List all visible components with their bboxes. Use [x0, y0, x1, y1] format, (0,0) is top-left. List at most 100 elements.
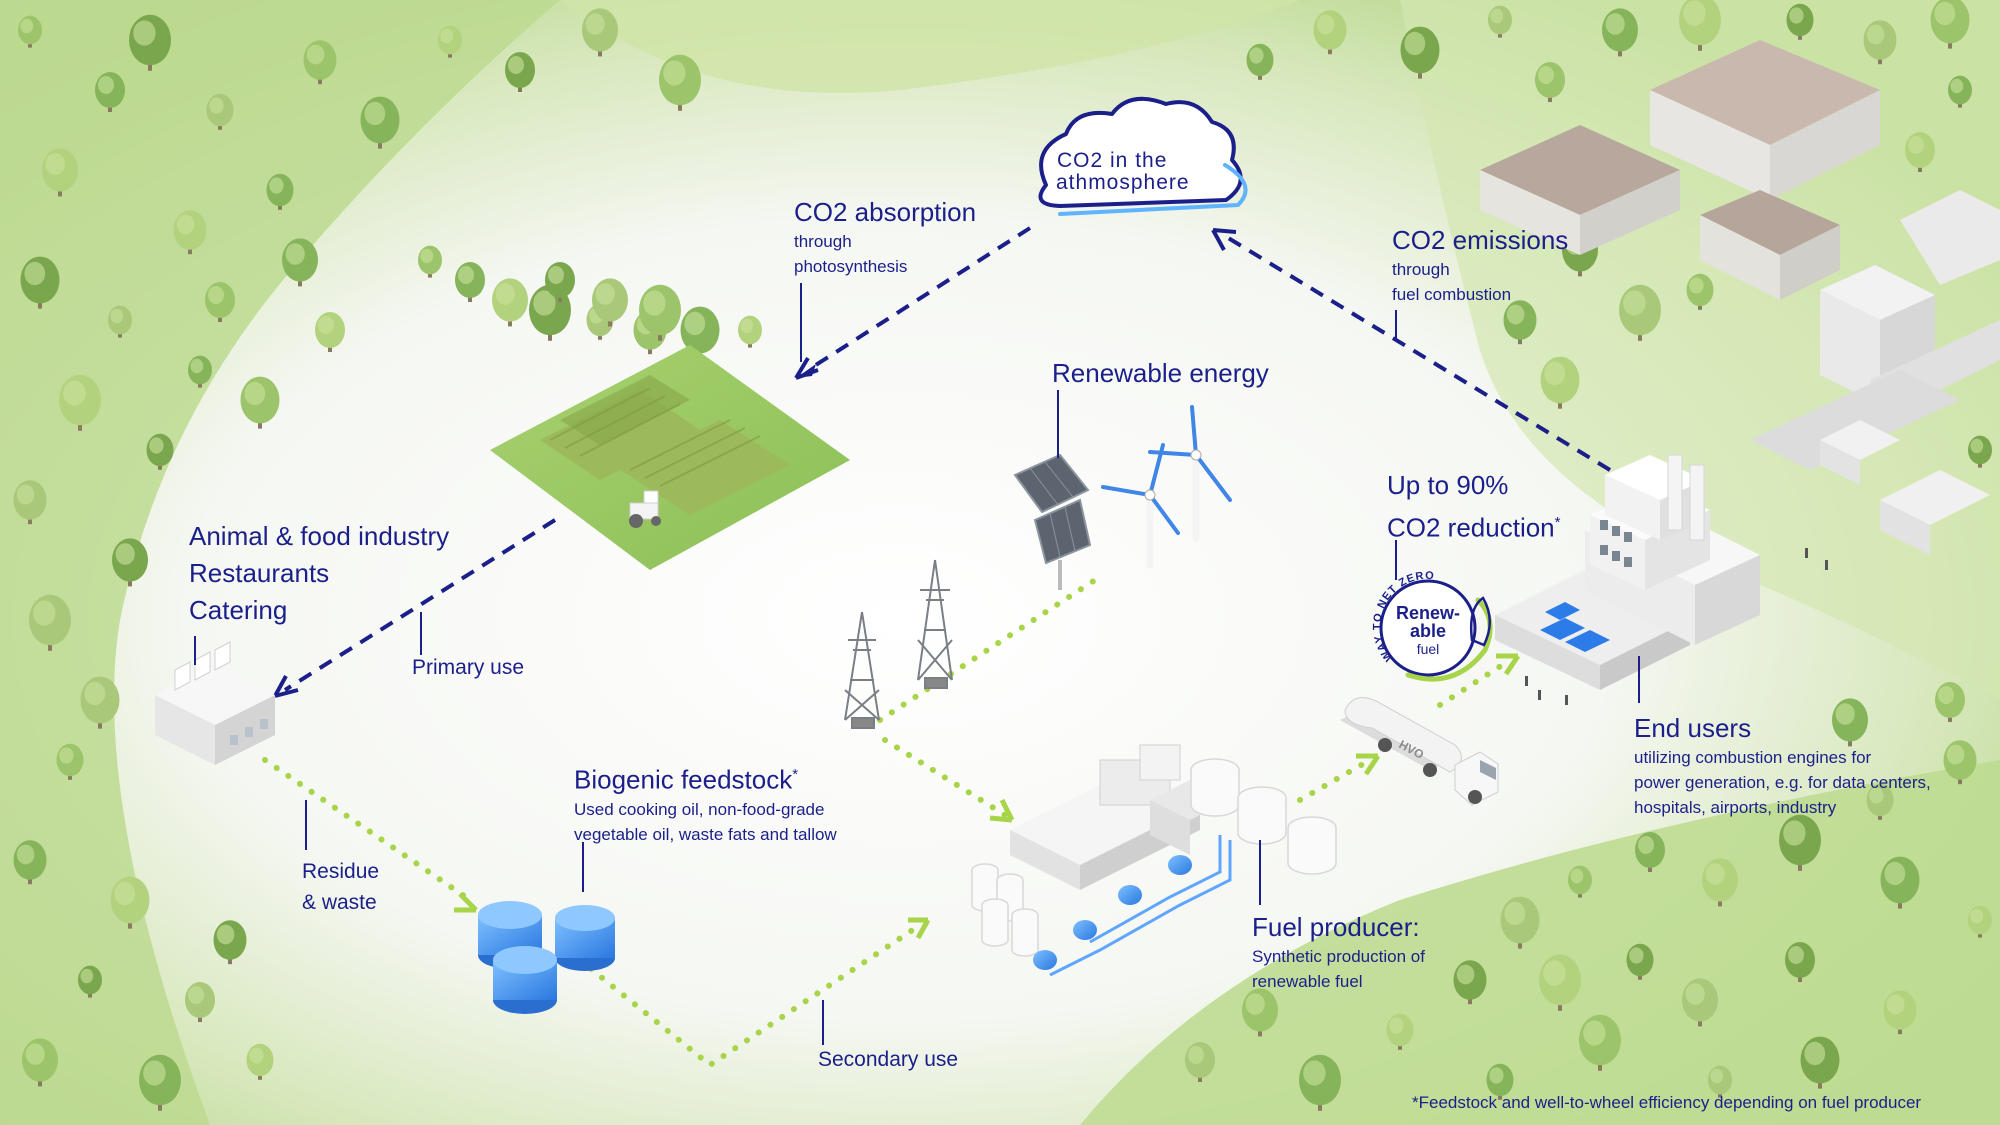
tree-icon [1568, 865, 1592, 898]
co2-absorption-sub1: through [794, 232, 852, 251]
tree-icon [360, 96, 400, 149]
tree-icon [1880, 856, 1920, 909]
tree-icon [659, 54, 701, 111]
tree-icon [56, 743, 84, 780]
co2-absorption-label: CO2 absorption through photosynthesis [794, 195, 976, 279]
tree-icon [110, 876, 150, 929]
tree-icon [188, 355, 212, 388]
co2-emissions-sub2: fuel combustion [1392, 285, 1512, 304]
badge-line1: Renew- [1395, 603, 1460, 623]
tree-icon [246, 1043, 274, 1080]
badge-line2: able [1409, 621, 1447, 641]
leader-lines [194, 283, 1640, 1045]
tree-icon [1679, 0, 1721, 51]
fuel-producer-label: Fuel producer: Synthetic production of r… [1252, 910, 1425, 994]
tree-icon [738, 315, 762, 348]
badge-line3: fuel [1416, 641, 1440, 657]
tree-icon [1948, 75, 1972, 108]
tree-icon [80, 676, 120, 729]
cloud-icon [1038, 96, 1248, 216]
end-users-sub3: hospitals, airports, industry [1634, 798, 1837, 817]
tree-icon [282, 238, 318, 287]
end-users-sub2: power generation, e.g. for data centers, [1634, 773, 1931, 792]
tree-icon [1702, 858, 1738, 907]
solar-panel-icon [1013, 453, 1092, 590]
secondary-use-label: Secondary use [818, 1048, 959, 1071]
tree-icon [95, 72, 125, 112]
end-users-title: End users [1634, 713, 1752, 743]
cloud-line2: athmosphere [1056, 171, 1190, 194]
reduction-line1: Up to 90% [1387, 470, 1509, 500]
tree-icon [1863, 20, 1897, 65]
co2-emissions-title: CO2 emissions [1392, 225, 1569, 255]
footnote: *Feedstock and well-to-wheel efficiency … [1412, 1093, 1922, 1112]
tree-icon [206, 93, 234, 130]
tree-icon [1579, 1014, 1621, 1071]
tree-icon [1185, 1042, 1215, 1082]
tree-icon [266, 173, 294, 210]
cloud-line1: CO2 in the [1057, 149, 1168, 172]
tree-icon [78, 965, 102, 998]
tree-icon [112, 538, 148, 587]
tractor-icon [629, 490, 661, 528]
tree-icon [213, 920, 247, 965]
residue-line2: & waste [302, 891, 377, 914]
tree-icon [1246, 43, 1274, 80]
tree-icon [1866, 783, 1894, 820]
primary-use-label: Primary use [412, 656, 525, 679]
tree-icon [1883, 990, 1917, 1035]
cloud-label: CO2 in the athmosphere [1056, 150, 1190, 194]
wind-turbine-icon [1101, 405, 1232, 569]
tree-icon [1968, 435, 1992, 468]
tree-icon [29, 594, 71, 651]
tree-icon [59, 374, 101, 431]
end-users-label: End users utilizing combustion engines f… [1634, 711, 1931, 820]
left-hill [0, 0, 560, 1125]
reduction-label: Up to 90% CO2 reduction* [1387, 467, 1561, 547]
arrow-primary-use [283, 518, 557, 692]
leaf-icon [1469, 596, 1491, 647]
industry-line2: Restaurants [189, 558, 330, 588]
tree-icon [1930, 0, 1970, 49]
bottom-right-hill [1080, 760, 2000, 1125]
factory-icon [155, 641, 275, 765]
arrow-absorption [806, 226, 1032, 372]
tree-icon [1708, 1065, 1732, 1098]
tree-icon [108, 305, 132, 338]
co2-absorption-sub2: photosynthesis [794, 257, 908, 276]
industry-label: Animal & food industry Restaurants Cater… [189, 518, 449, 629]
tree-icon [1539, 954, 1581, 1011]
tree-icon [492, 278, 528, 327]
tree-icon [1400, 26, 1440, 79]
co2-emissions-sub1: through [1392, 260, 1450, 279]
tree-icon [1905, 132, 1935, 172]
city-blocks [1480, 40, 2000, 555]
refinery-icon [971, 744, 1337, 977]
feedstock-title: Biogenic feedstock [574, 764, 793, 795]
feedstock-asterisk: * [792, 766, 799, 783]
tree-icon [1503, 300, 1537, 345]
residue-label: Residue & waste [302, 856, 379, 918]
tree-icon [1968, 905, 1992, 938]
arrow-heads [273, 228, 1237, 698]
top-hill [560, 0, 1300, 94]
tree-icon [303, 40, 337, 85]
feedstock-sub1: Used cooking oil, non-food-grade [574, 799, 825, 819]
tree-icon [139, 1054, 181, 1111]
tree-icon [639, 284, 681, 341]
tree-icon [1313, 10, 1347, 55]
tree-icon [1500, 896, 1540, 949]
tree-icon [1800, 1036, 1840, 1089]
tree-icon [1635, 832, 1665, 872]
tree-icon [13, 480, 47, 525]
industry-line3: Catering [189, 595, 288, 625]
badge-center-text: Renew- able fuel [1393, 604, 1463, 658]
power-pylon-icon [844, 559, 953, 729]
tree-icon [680, 306, 720, 359]
tree-icon [505, 52, 535, 92]
tree-icon [455, 262, 485, 302]
crop-field [490, 345, 850, 570]
dotted-arrow-heads [454, 653, 1521, 940]
